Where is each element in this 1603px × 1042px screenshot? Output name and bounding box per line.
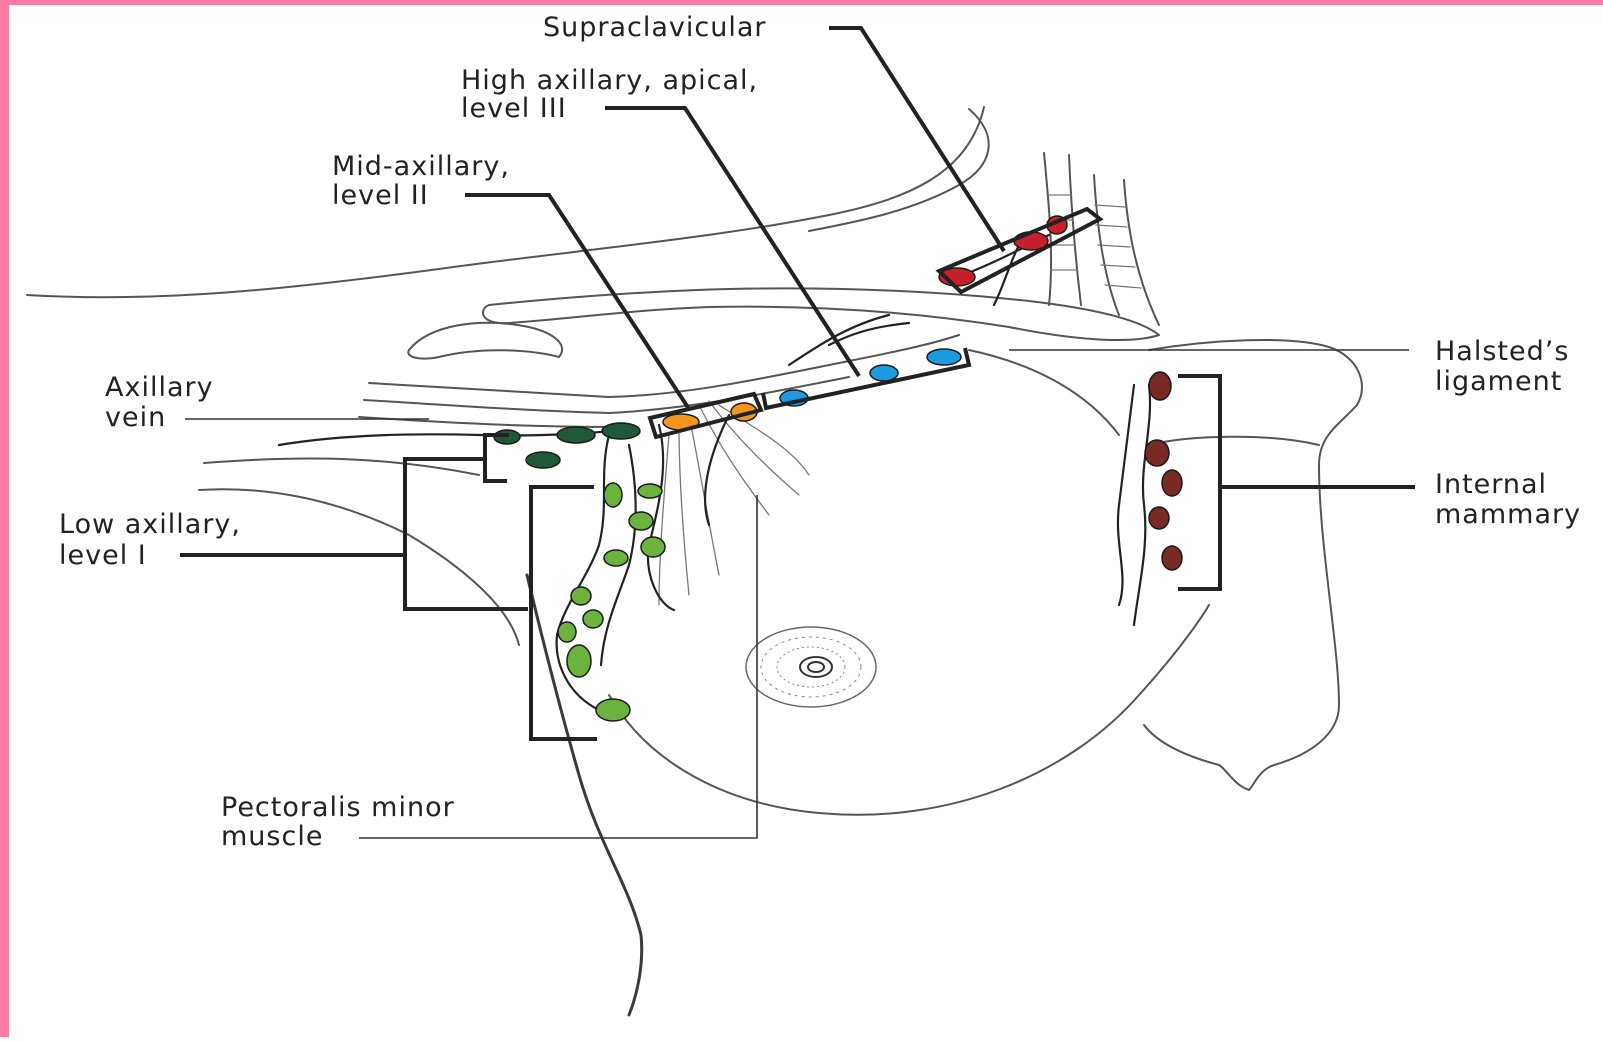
level1-dark-node xyxy=(557,427,595,443)
level1-join-bracket xyxy=(405,459,528,609)
shoulder-contour xyxy=(27,107,984,297)
level1-nodes xyxy=(558,483,665,721)
breast-upper-outline xyxy=(969,350,1119,435)
axillary-vein-bundle xyxy=(359,335,959,427)
thoracodorsal-nerve xyxy=(527,575,642,1015)
internal-mammary-node xyxy=(1145,440,1169,466)
internal-mammary-node xyxy=(1149,372,1171,400)
level1-dark-node xyxy=(602,423,640,439)
level1-dark-nodes xyxy=(494,423,640,468)
level1-node xyxy=(596,699,630,721)
level1-dark-node xyxy=(526,452,560,468)
internal-mammary-node xyxy=(1162,546,1182,570)
label-supraclavicular: Supraclavicular xyxy=(543,12,767,43)
label-mid-axillary-line1: Mid-axillary, xyxy=(332,151,510,182)
label-low-axillary-line1: Low axillary, xyxy=(59,509,241,540)
label-pectoralis-line1: Pectoralis minor xyxy=(221,792,455,823)
supraclavicular-leader xyxy=(829,28,1004,251)
label-halsted-line1: Halsted’s xyxy=(1435,336,1569,367)
level3-node xyxy=(927,349,961,365)
level1-node xyxy=(641,537,665,557)
label-low-axillary-line2: level I xyxy=(59,540,147,571)
level1-node xyxy=(571,587,591,605)
level2-leader xyxy=(465,195,689,409)
annotation-lines xyxy=(180,28,1415,838)
level1-node xyxy=(629,512,653,530)
level1-node xyxy=(583,610,603,628)
internal-mammary-node xyxy=(1162,470,1182,496)
areola xyxy=(746,627,876,707)
level1-node xyxy=(604,483,622,507)
lateral-thoracic-line xyxy=(199,489,519,645)
label-high-axillary-line1: High axillary, apical, xyxy=(461,65,758,96)
label-internal-mammary-line1: Internal xyxy=(1435,469,1547,500)
trachea-right xyxy=(1124,180,1159,325)
label-axillary-vein-line1: Axillary xyxy=(105,372,214,403)
internal-mammary-node xyxy=(1149,507,1169,529)
level1-node xyxy=(558,622,576,642)
label-axillary-vein-line2: vein xyxy=(105,402,166,433)
level1-node xyxy=(567,645,591,677)
label-high-axillary-line2: level III xyxy=(461,93,567,124)
coracoid-process xyxy=(408,323,562,359)
sternum-inner xyxy=(1149,437,1319,445)
label-halsted-line2: ligament xyxy=(1435,366,1562,397)
level1-node xyxy=(604,550,628,566)
breast-outline xyxy=(609,605,1209,815)
pectoralis-leader xyxy=(359,495,757,838)
label-mid-axillary-line2: level II xyxy=(332,180,429,211)
level3-node xyxy=(870,365,898,381)
label-internal-mammary-line2: mammary xyxy=(1435,499,1581,530)
labels: Supraclavicular High axillary, apical, l… xyxy=(59,12,1581,852)
level1-node xyxy=(638,484,662,498)
internal-mammary-bracket xyxy=(1178,376,1220,589)
label-pectoralis-line2: muscle xyxy=(221,821,323,852)
level2-bracket xyxy=(650,394,761,437)
breast-lymph-node-diagram: Supraclavicular High axillary, apical, l… xyxy=(9,5,1603,1042)
